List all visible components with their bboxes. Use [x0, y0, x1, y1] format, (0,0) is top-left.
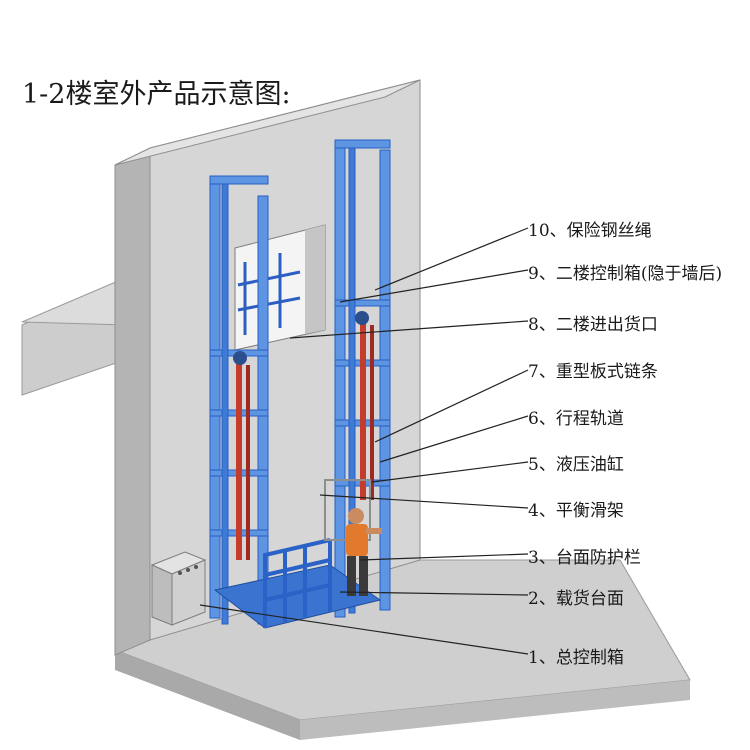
wall-side: [114, 147, 151, 656]
worker-figure: [346, 508, 382, 596]
label-guard-rail: 3、台面防护栏: [528, 548, 641, 568]
ground-slab-edge: [115, 650, 300, 740]
ground-slab-front: [300, 680, 690, 740]
label-load-platform: 2、载货台面: [528, 589, 624, 609]
right-cylinder: [360, 320, 366, 500]
label-travel-rail: 6、行程轨道: [528, 409, 624, 429]
right-cylinder-2: [370, 325, 374, 500]
label-second-floor-control-box: 9、二楼控制箱(隐于墙后): [528, 264, 723, 284]
platform-guard-rail: [263, 538, 332, 628]
opening-inner-side: [305, 225, 325, 334]
main-control-box-graphic: [150, 551, 207, 626]
load-platform-deck: [213, 564, 382, 629]
label-main-control-box: 1、总控制箱: [528, 648, 624, 668]
callout-leaders: [199, 227, 529, 655]
left-cylinder-2: [246, 365, 250, 560]
label-hydraulic-cylinder: 5、液压油缸: [528, 455, 624, 475]
left-pulley: [233, 351, 247, 365]
wall-top: [114, 79, 421, 166]
label-balance-carriage: 4、平衡滑架: [528, 501, 624, 521]
label-heavy-chain: 7、重型板式链条: [528, 362, 658, 382]
label-second-floor-door: 8、二楼进出货口: [528, 315, 658, 335]
label-wire-rope: 10、保险钢丝绳: [528, 221, 652, 241]
diagram-title: 1-2楼室外产品示意图:: [22, 79, 291, 110]
left-cylinder: [236, 360, 242, 560]
right-pulley: [355, 311, 369, 325]
